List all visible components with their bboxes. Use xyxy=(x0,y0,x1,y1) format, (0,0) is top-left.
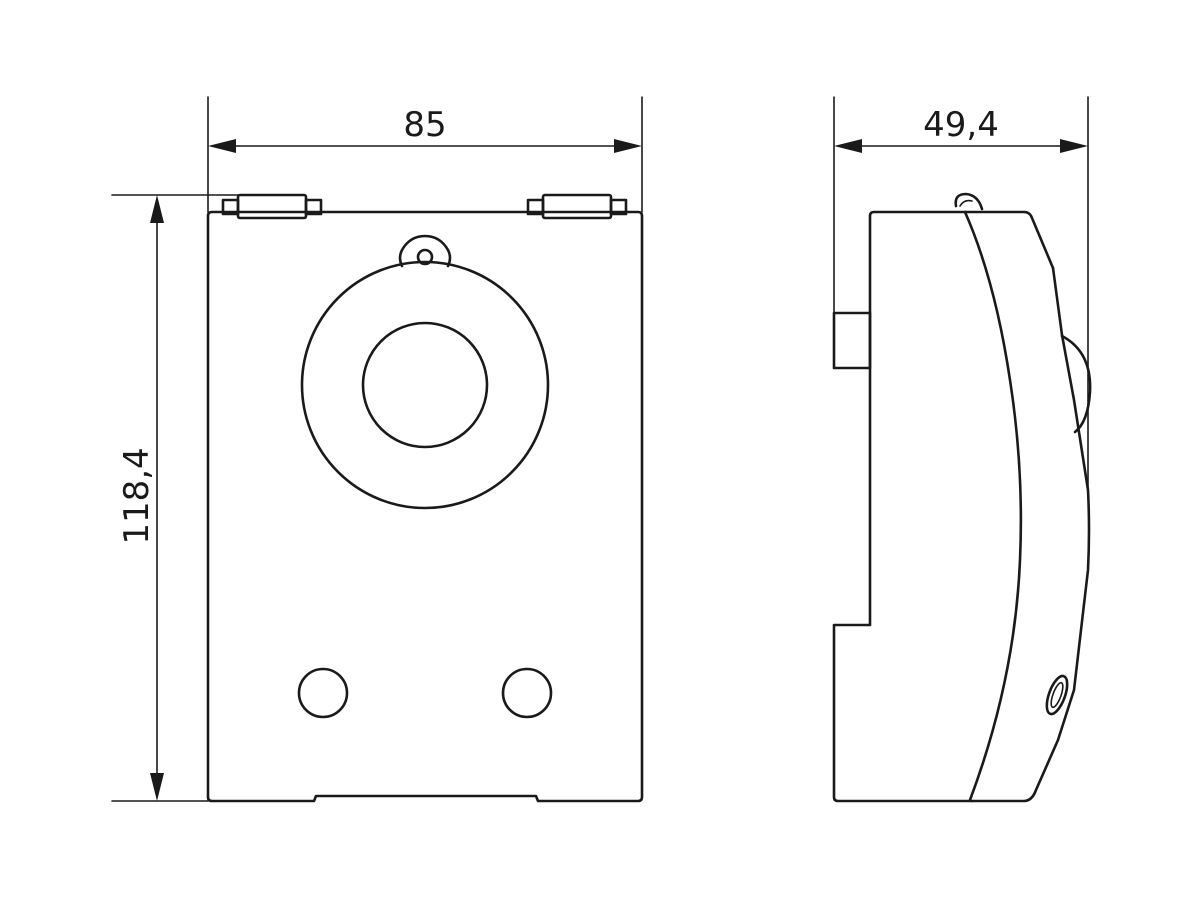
front-right-hinge xyxy=(526,193,628,220)
front-outer-ring xyxy=(300,260,550,510)
front-mount-hole-left xyxy=(297,667,349,719)
side-screw-hole xyxy=(1045,674,1069,716)
side-depth-dimension: 49,4 xyxy=(833,96,1089,491)
front-height-label: 118,4 xyxy=(117,447,157,544)
front-width-label: 85 xyxy=(403,105,446,145)
front-body-outline xyxy=(206,210,644,803)
front-inner-lens xyxy=(361,321,489,449)
side-sensor-dome xyxy=(1060,334,1092,434)
side-cover-inner xyxy=(963,210,1023,802)
side-back-plate xyxy=(832,210,1055,803)
front-mount-hole-right xyxy=(501,667,553,719)
side-depth-label: 49,4 xyxy=(923,105,999,145)
side-top-hook xyxy=(954,192,984,211)
front-top-lug xyxy=(398,234,452,268)
front-height-dimension: 118,4 xyxy=(111,194,239,802)
front-width-dimension: 85 xyxy=(207,96,643,213)
side-view xyxy=(832,192,1092,803)
side-cover-outer xyxy=(970,266,1091,803)
side-wall-clip xyxy=(832,311,872,370)
front-view xyxy=(206,193,644,803)
front-left-hinge xyxy=(221,193,323,220)
